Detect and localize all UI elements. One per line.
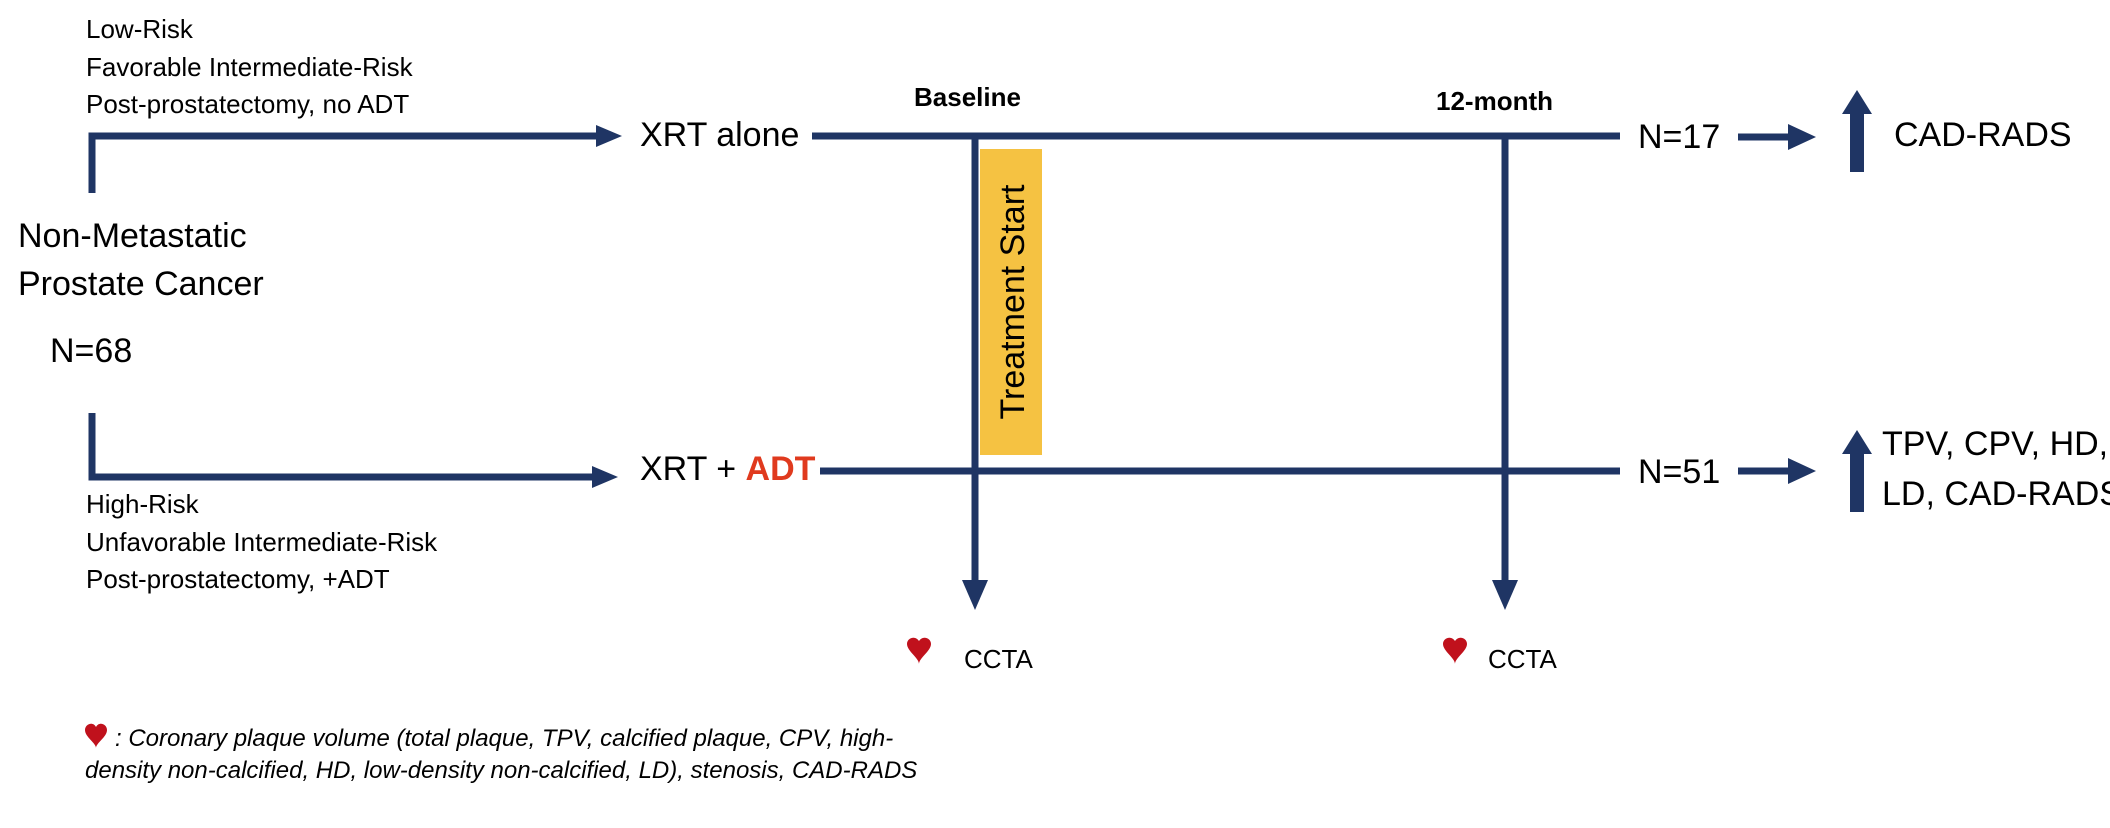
footnote-line1: : Coronary plaque volume (total plaque, … [115,725,893,752]
top-branch-connector [88,125,622,193]
top-outcome-label: CAD-RADS [1894,116,2072,154]
top-criteria-1: Low-Risk [86,14,194,44]
population-label-line2: Prostate Cancer [18,265,264,303]
footnote-line2: density non-calcified, HD, low-density n… [85,757,917,784]
bottom-outcome-line2: LD, CAD-RADS [1882,475,2110,513]
treatment-start-label: Treatment Start [994,184,1032,419]
arrow-right-icon [1788,458,1816,484]
heart-icon [85,723,107,748]
bottom-branch-connector [88,413,618,488]
arrow-up-icon [1842,90,1872,114]
month12-arrow [1492,136,1518,610]
treatment-start-box [980,149,1042,455]
bottom-outcome-arrow [1738,458,1816,484]
bottom-criteria-1: High-Risk [86,489,200,519]
arrow-right-icon [596,125,622,147]
arrow-up-icon [1842,430,1872,454]
top-criteria-3: Post-prostatectomy, no ADT [86,89,409,119]
bottom-increase-arrow [1842,430,1872,512]
top-increase-arrow [1842,90,1872,172]
arrow-down-icon [1492,580,1518,610]
arm-xrt-prefix: XRT + [640,450,746,488]
bottom-criteria-2: Unfavorable Intermediate-Risk [86,527,438,557]
top-outcome-arrow [1738,124,1816,150]
heart-icon [1443,637,1467,664]
ccta-month12-label: CCTA [1488,644,1558,674]
ccta-baseline-label: CCTA [964,644,1034,674]
baseline-arrow [962,136,988,610]
top-criteria-2: Favorable Intermediate-Risk [86,52,414,82]
arrow-down-icon [962,580,988,610]
bottom-outcome-line1: TPV, CPV, HD, [1882,425,2108,463]
month12-label: 12-month [1436,86,1553,116]
baseline-label: Baseline [914,82,1021,112]
heart-icon [907,637,931,664]
arrow-right-icon [592,466,618,488]
arm-xrt-alone: XRT alone [640,116,799,154]
bottom-n-count: N=51 [1638,453,1720,491]
population-count: N=68 [50,332,132,370]
population-label-line1: Non-Metastatic [18,217,247,255]
top-n-count: N=17 [1638,118,1720,156]
arm-xrt-adt: XRT + ADT [640,450,816,488]
arrow-right-icon [1788,124,1816,150]
bottom-criteria-3: Post-prostatectomy, +ADT [86,564,390,594]
arm-adt-highlight: ADT [746,450,816,488]
